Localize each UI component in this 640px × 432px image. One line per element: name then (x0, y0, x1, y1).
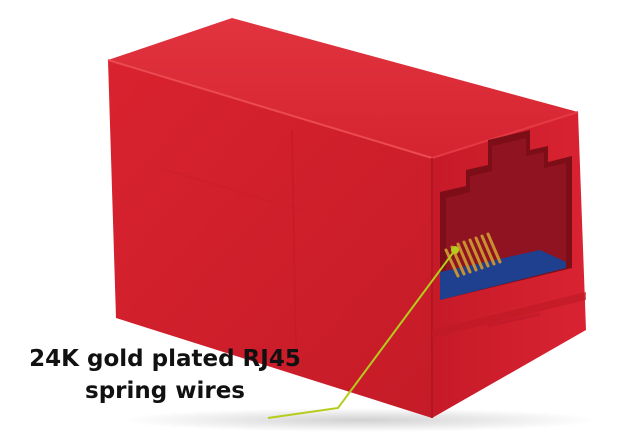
callout-line-2: spring wires (85, 378, 245, 404)
ground-shadow (120, 408, 600, 432)
mold-seam (291, 129, 297, 359)
pcb-board (440, 250, 566, 300)
callout-line-1: 24K gold plated RJ45 (29, 346, 301, 372)
callout-dot (451, 246, 459, 254)
edge-highlight (431, 111, 579, 159)
callout-label: 24K gold plated RJ45 spring wires (0, 343, 330, 407)
edge-highlight (107, 59, 433, 159)
embossed-mark (487, 312, 541, 328)
coupler-side-face (108, 60, 432, 418)
mold-seam (159, 167, 301, 211)
callout-line (267, 249, 456, 419)
coupler-top-face (108, 18, 578, 158)
port-face-ridge (432, 292, 586, 338)
